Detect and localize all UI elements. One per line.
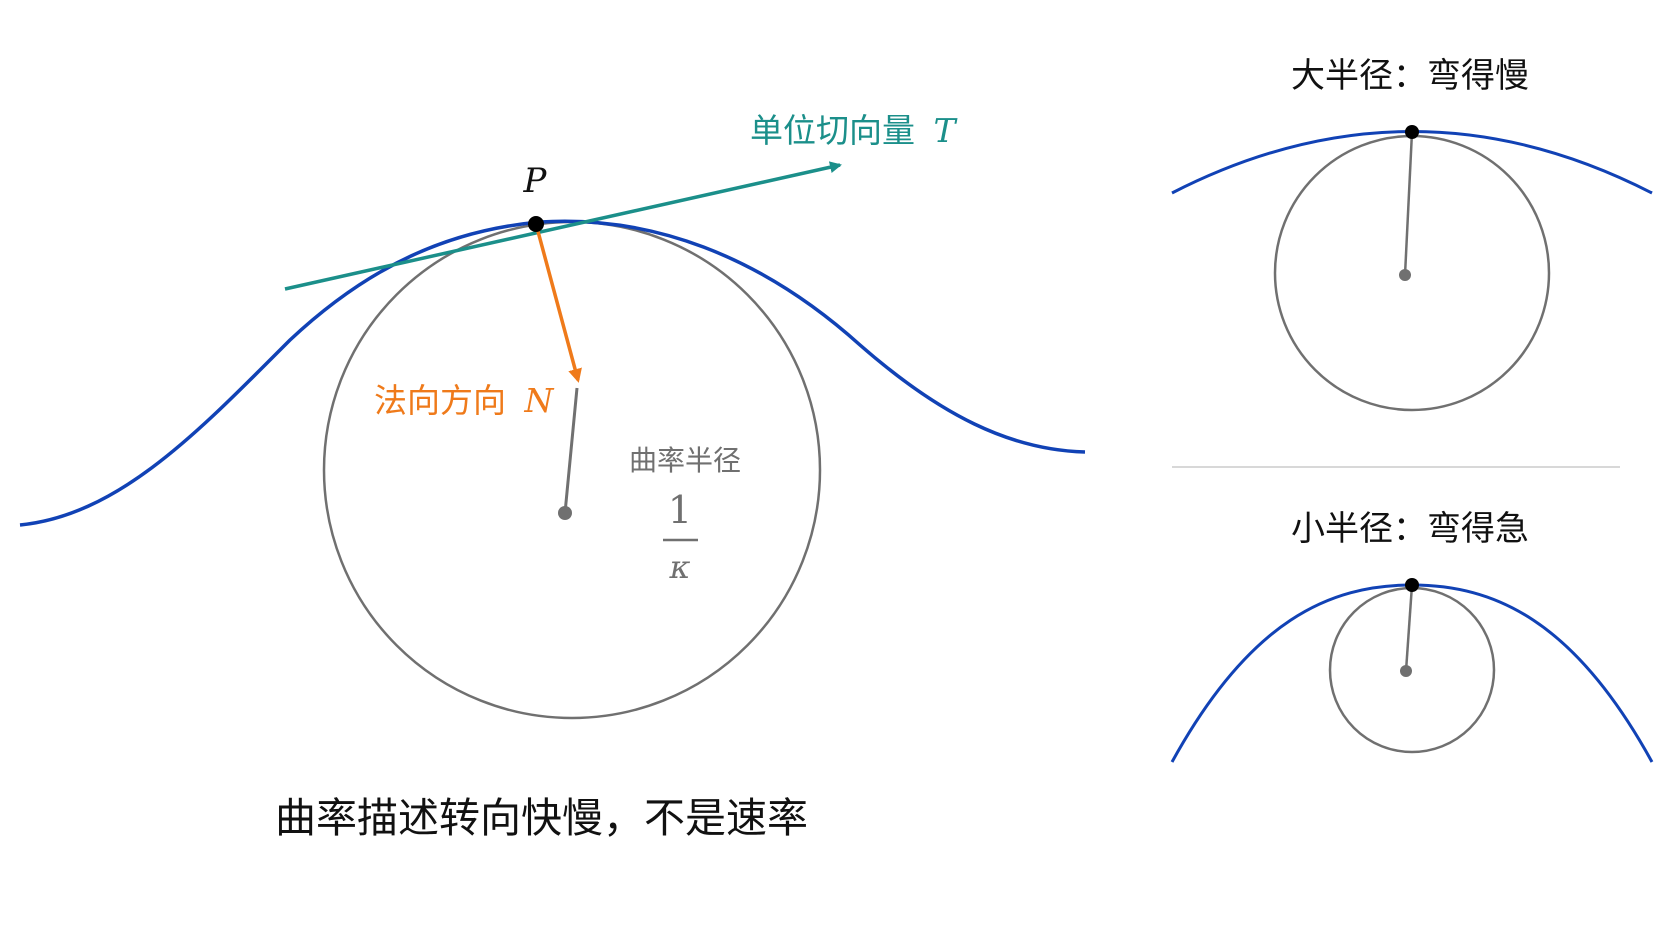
normal-label-text: 法向方向 <box>374 381 506 420</box>
large-touch-point <box>1405 125 1419 139</box>
normal-label: 法向方向 N <box>374 381 555 420</box>
caption: 曲率描述转向快慢，不是速率 <box>275 794 808 842</box>
small-circle <box>1328 586 1496 754</box>
radius-numerator: 1 <box>668 488 692 532</box>
normal-vector <box>534 223 582 383</box>
radius-line <box>563 387 579 514</box>
small-touch-point <box>1405 578 1419 592</box>
small-radius-line <box>1404 584 1414 672</box>
osculating-circle <box>322 220 822 720</box>
tangent-label-text: 单位切向量 <box>750 111 915 150</box>
center-point <box>558 506 572 520</box>
large-circle <box>1273 134 1551 412</box>
small-curve <box>1170 583 1654 763</box>
main-curve <box>19 219 1086 527</box>
tangent-label-symbol: T <box>934 111 959 150</box>
large-center-point <box>1399 269 1411 281</box>
small-center-point <box>1400 665 1412 677</box>
panel-small-radius: 小半径：弯得急 <box>1170 509 1654 763</box>
tangent-vector <box>284 161 842 291</box>
point-p-label: P <box>523 161 548 201</box>
radius-denominator: κ <box>669 548 691 586</box>
normal-label-symbol: N <box>524 381 555 420</box>
panel-large-title: 大半径：弯得慢 <box>1291 56 1529 96</box>
tangent-label: 单位切向量 T <box>750 111 959 150</box>
large-radius-line <box>1403 131 1414 276</box>
radius-label: 曲率半径 <box>629 444 741 477</box>
panel-large-radius: 大半径：弯得慢 <box>1171 56 1653 412</box>
panel-small-title: 小半径：弯得急 <box>1291 509 1529 549</box>
point-p <box>528 216 544 232</box>
main-diagram: P 单位切向量 T 法向方向 N 曲率半径 1 κ 曲率描述转向快慢，不是速率 <box>19 111 1086 842</box>
